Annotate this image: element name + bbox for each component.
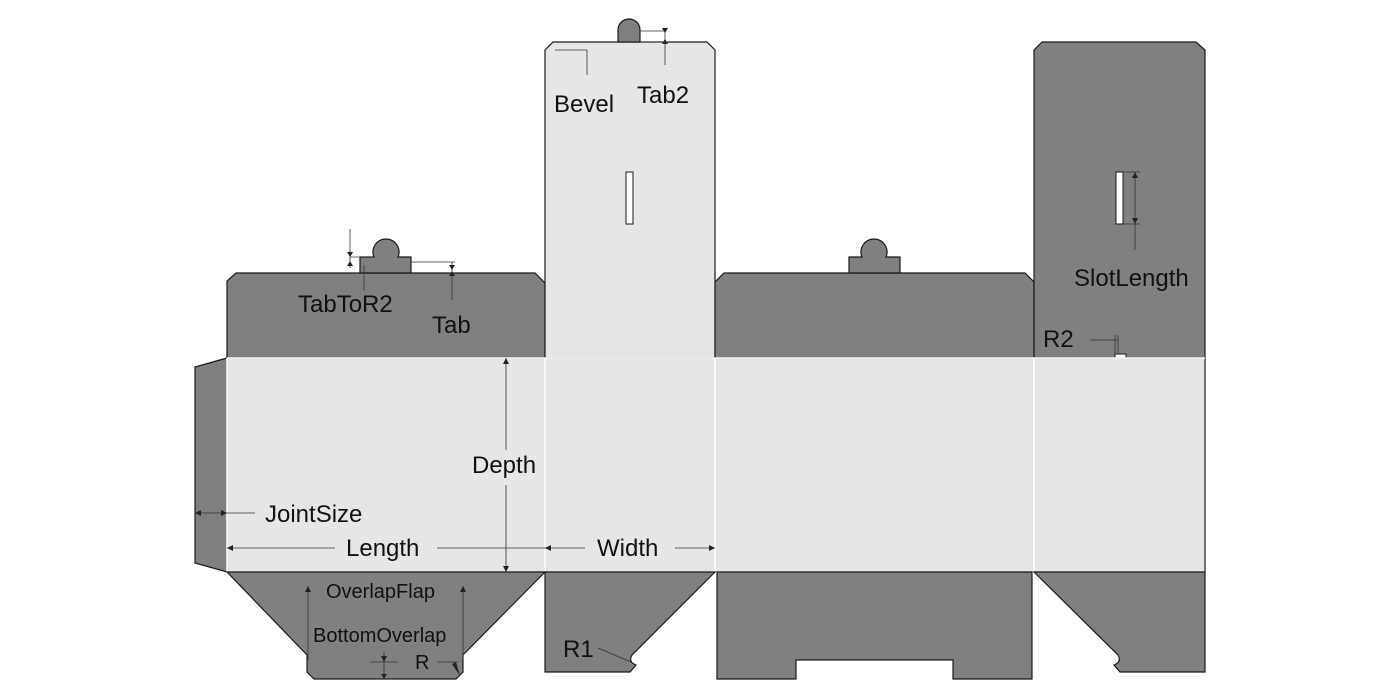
label-tab2: Tab2 xyxy=(637,82,689,109)
slot-top-lid xyxy=(625,171,634,225)
label-r1: R1 xyxy=(563,636,594,663)
top-tuck-flap-right xyxy=(714,272,1035,359)
label-r2: R2 xyxy=(1043,326,1074,353)
tab-knob-left xyxy=(359,238,412,274)
label-bottom-overlap: BottomOverlap xyxy=(313,625,446,647)
label-slot-length: SlotLength xyxy=(1074,265,1189,292)
label-r: R xyxy=(415,652,429,674)
label-bevel: Bevel xyxy=(554,91,614,118)
bottom-main-flap xyxy=(716,571,1033,680)
bottom-overlap-flap xyxy=(225,571,547,680)
label-width: Width xyxy=(597,535,658,562)
label-tab: Tab xyxy=(432,312,471,339)
label-overlap-flap: OverlapFlap xyxy=(326,581,435,603)
bottom-flap-r1 xyxy=(544,571,717,673)
slot-inner-panel xyxy=(1115,171,1124,225)
joint-flap xyxy=(194,357,228,573)
label-depth: Depth xyxy=(472,452,536,479)
label-length: Length xyxy=(346,535,419,562)
label-joint-size: JointSize xyxy=(265,501,362,528)
tab-knob-right xyxy=(848,238,901,274)
bottom-flap-right xyxy=(1032,571,1206,673)
tab2-knob xyxy=(617,18,641,43)
label-tab-to-r2: TabToR2 xyxy=(298,291,393,318)
